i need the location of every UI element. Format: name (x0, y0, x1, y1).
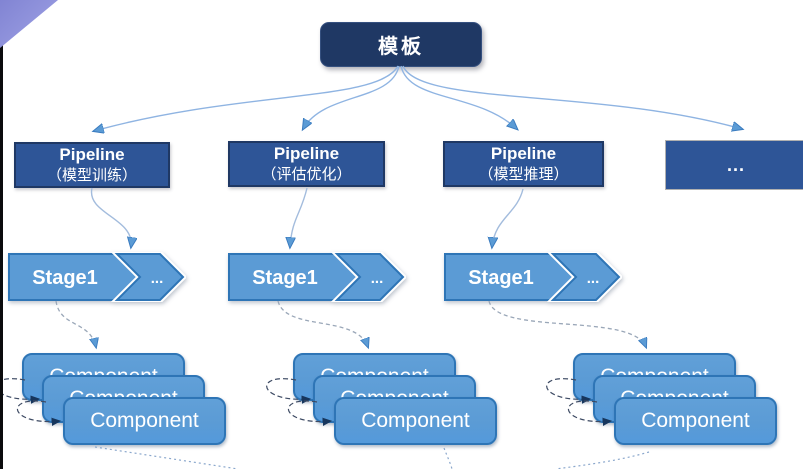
component-card-front: Component (334, 397, 497, 445)
dotted-tail-stack3 (555, 451, 650, 469)
pipeline-node-training: Pipeline （模型训练） (14, 142, 170, 188)
pipeline-node-inference: Pipeline （模型推理） (443, 141, 604, 187)
pipeline-title: Pipeline (273, 144, 340, 163)
component-card-front: Component (63, 397, 226, 445)
component-label: Component (90, 409, 199, 432)
stage-more-label: ... (587, 270, 600, 287)
arrow-pipeline1-to-stage1 (90, 187, 131, 247)
arrow-template-to-pipeline-4 (402, 65, 742, 129)
arrow-stage1-to-components (55, 300, 96, 347)
pipeline-more-label: ... (726, 154, 745, 175)
component-card-front: Component (614, 397, 777, 445)
arrow-pipeline3-to-stage3 (492, 188, 524, 247)
dotted-tail-stack1 (94, 446, 239, 469)
pipeline-subtitle: （评估优化） (261, 166, 352, 183)
stage-shape-1: Stage1 ... (8, 252, 186, 302)
stage-more-label: ... (151, 270, 164, 287)
arrow-template-to-pipeline-1 (94, 65, 399, 131)
template-node: 模板 (320, 22, 482, 67)
stage-more-chevron (334, 253, 405, 301)
left-edge-bar (0, 0, 3, 469)
stage-more-chevron (114, 253, 185, 301)
stage-label: Stage1 (468, 267, 534, 289)
dotted-tail-stack2 (443, 447, 453, 469)
arrow-template-to-pipeline-2 (303, 65, 400, 129)
pipeline-node-more: ... (665, 140, 803, 190)
arrow-template-to-pipeline-3 (400, 65, 517, 129)
pipeline-subtitle: （模型推理） (478, 166, 569, 183)
stage-shape-2: Stage1 ... (228, 252, 406, 302)
corner-triangle-decoration (0, 0, 58, 48)
stage-label: Stage1 (252, 267, 318, 289)
stage-label: Stage1 (32, 267, 98, 289)
component-label: Component (361, 409, 470, 432)
pipeline-title: Pipeline (59, 145, 125, 164)
template-label: 模板 (378, 36, 424, 58)
pipeline-node-evaluation: Pipeline （评估优化） (228, 141, 385, 187)
arrow-pipeline2-to-stage2 (290, 187, 308, 247)
pipeline-title: Pipeline (490, 144, 557, 163)
stage-shape-3: Stage1 ... (444, 252, 622, 302)
arrow-stage2-to-components (277, 300, 368, 347)
stage-more-label: ... (371, 270, 384, 287)
stage-more-chevron (550, 253, 621, 301)
pipeline-subtitle: （模型训练） (46, 167, 137, 184)
component-label: Component (641, 409, 750, 432)
arrow-stage3-to-components (488, 300, 646, 347)
